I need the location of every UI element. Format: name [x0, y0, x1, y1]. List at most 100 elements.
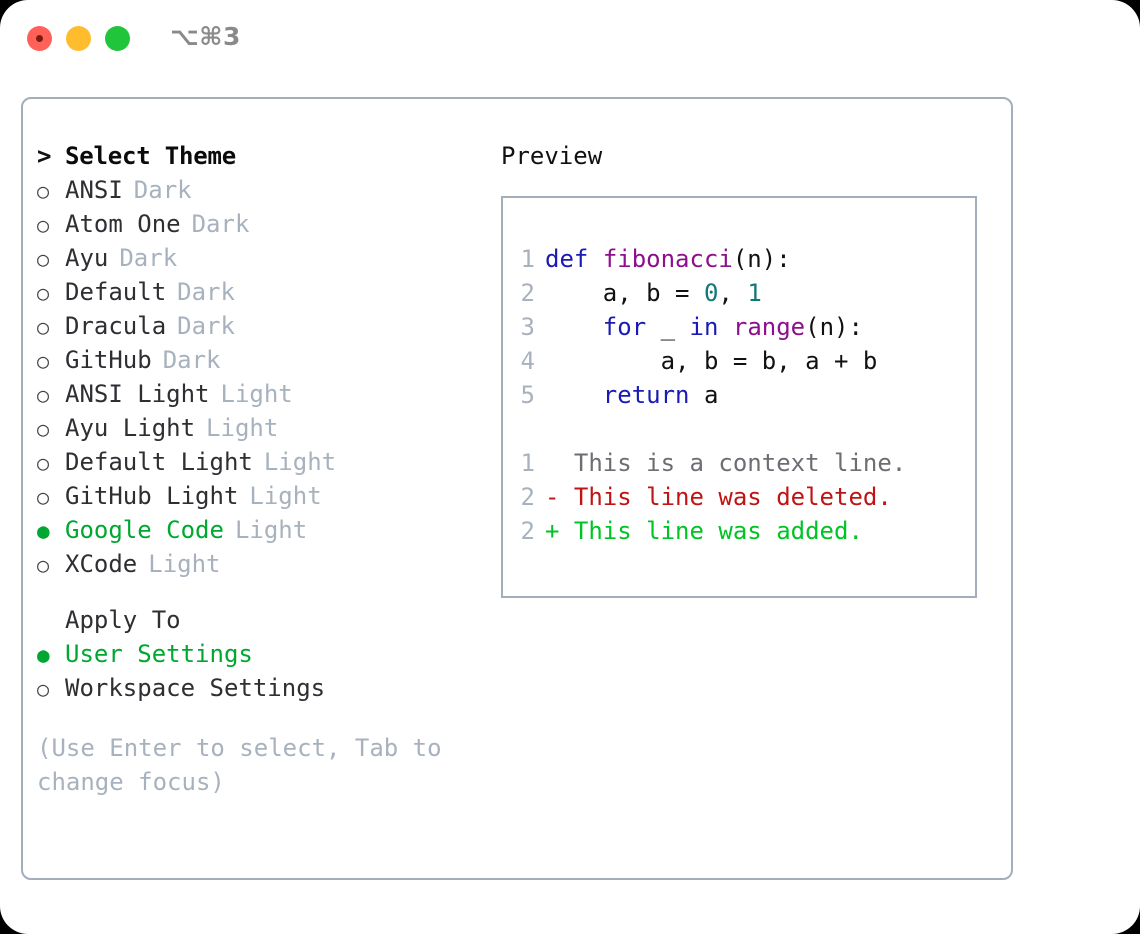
diff-line-content: This line was added.	[559, 517, 863, 545]
code-token-plain	[545, 381, 603, 409]
radio-unselected-icon: ○	[37, 247, 50, 271]
theme-variant-badge: Light	[234, 516, 308, 544]
theme-variant-badge: Light	[206, 414, 279, 442]
section-spacer	[37, 581, 497, 603]
code-token-fn: fibonacci	[602, 245, 733, 273]
theme-name: Ayu Light	[65, 414, 196, 442]
radio-unselected-icon: ○	[37, 677, 50, 701]
traffic-light-group	[27, 26, 130, 51]
theme-list-item[interactable]: ○ XCode Light	[37, 547, 497, 581]
theme-name: GitHub	[65, 346, 152, 374]
code-token-plain	[588, 245, 602, 273]
theme-variant-badge: Dark	[177, 312, 235, 340]
code-token-plain: ,	[718, 279, 748, 307]
code-token-plain: _	[646, 313, 690, 341]
title-bar: ⌥⌘3	[0, 0, 1140, 78]
diff-line-number: 1	[520, 449, 535, 477]
code-token-kw: in	[689, 313, 719, 341]
theme-name: Atom One	[65, 210, 181, 238]
code-token-plain: a, b =	[545, 279, 704, 307]
code-token-kw: def	[545, 245, 589, 273]
theme-variant-badge: Light	[220, 380, 293, 408]
theme-variant-badge: Light	[148, 550, 221, 578]
theme-name: Default	[65, 278, 167, 306]
caret-icon: >	[37, 142, 52, 170]
preview-title: Preview	[501, 142, 603, 170]
diff-spacer	[503, 412, 975, 446]
theme-list-item[interactable]: ○ Atom One Dark	[37, 207, 497, 241]
radio-unselected-icon: ○	[37, 417, 50, 441]
apply-to-list: ● User Settings ○Workspace Settings	[37, 637, 497, 705]
code-line-number: 1	[520, 245, 535, 273]
theme-variant-badge: Dark	[191, 210, 250, 238]
code-line-number: 3	[520, 313, 535, 341]
code-line-content: return a	[545, 378, 719, 412]
theme-picker-header: > Select Theme	[37, 139, 497, 173]
radio-unselected-icon: ○	[37, 213, 50, 237]
code-token-kw: for	[602, 313, 647, 341]
diff-sign	[545, 446, 559, 480]
code-line-content: a, b = b, a + b	[545, 344, 878, 378]
minimize-window-button[interactable]	[66, 26, 91, 51]
apply-to-label: User Settings	[65, 640, 253, 668]
code-token-kw: return	[602, 381, 690, 409]
radio-unselected-icon: ○	[37, 485, 50, 509]
code-line: 1 def fibonacci(n):	[503, 242, 975, 276]
theme-variant-badge: Dark	[119, 244, 178, 272]
code-token-fn: range	[732, 313, 806, 341]
theme-list-item[interactable]: ○ Ayu Dark	[37, 241, 497, 275]
theme-name: ANSI Light	[65, 380, 210, 408]
code-line-number: 2	[520, 279, 535, 307]
code-token-plain: a	[689, 381, 719, 409]
apply-to-list-item[interactable]: ○Workspace Settings	[37, 671, 497, 705]
maximize-window-button[interactable]	[105, 26, 130, 51]
diff-line: 2- This line was deleted.	[503, 480, 975, 514]
theme-variant-badge: Dark	[133, 176, 192, 204]
code-token-plain: a, b = b, a + b	[545, 347, 878, 375]
code-line-content: a, b = 0, 1	[545, 276, 762, 310]
apply-to-header: Apply To	[37, 603, 497, 637]
theme-name: Ayu	[65, 244, 109, 272]
code-token-plain	[545, 313, 603, 341]
radio-selected-icon: ●	[37, 643, 50, 667]
apply-to-title: Apply To	[65, 606, 181, 634]
apply-to-marker-spacer	[37, 604, 65, 638]
diff-sign: -	[545, 483, 560, 511]
theme-variant-badge: Light	[249, 482, 322, 510]
code-line-number: 4	[520, 347, 535, 375]
theme-list-item[interactable]: ● Google Code Light	[37, 513, 497, 547]
close-window-button[interactable]	[27, 26, 52, 51]
keyboard-hint-line-1: (Use Enter to select, Tab to	[37, 734, 442, 762]
diff-sign: +	[545, 517, 560, 545]
code-line-content: def fibonacci(n):	[545, 242, 791, 276]
theme-name: Default Light	[65, 448, 253, 476]
code-line: 3 for _ in range(n):	[503, 310, 975, 344]
diff-line-number: 2	[520, 483, 535, 511]
code-line-content: for _ in range(n):	[545, 310, 863, 344]
theme-list-item[interactable]: ○ Ayu Light Light	[37, 411, 497, 445]
code-line: 4 a, b = b, a + b	[503, 344, 975, 378]
code-token-plain: (n):	[732, 245, 791, 273]
theme-picker-title: Select Theme	[65, 142, 236, 170]
theme-name: Google Code	[65, 516, 224, 544]
radio-unselected-icon: ○	[37, 349, 50, 373]
radio-unselected-icon: ○	[37, 553, 50, 577]
radio-selected-icon: ●	[37, 519, 50, 543]
diff-line-content: This line was deleted.	[559, 483, 892, 511]
apply-to-list-item[interactable]: ● User Settings	[37, 637, 497, 671]
theme-name: XCode	[65, 550, 138, 578]
diff-line: 1 This is a context line.	[503, 446, 975, 480]
